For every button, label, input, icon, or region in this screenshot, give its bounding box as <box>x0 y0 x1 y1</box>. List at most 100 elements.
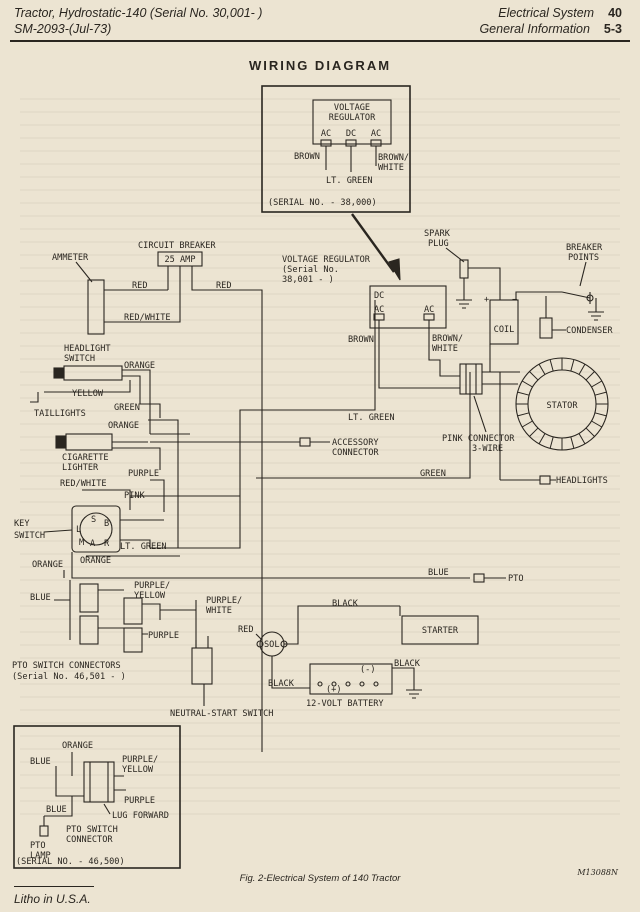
stator-tooth <box>529 371 539 381</box>
stator-tooth <box>570 359 575 372</box>
pointer-arrow <box>351 213 395 273</box>
taillights-label: TAILLIGHTS <box>34 409 86 419</box>
vr-dc: DC <box>374 291 384 301</box>
accessory-label-2: CONNECTOR <box>332 448 379 458</box>
inset2-purple-yellow-1: PURPLE/ <box>122 755 158 765</box>
stator-tooth <box>538 433 546 445</box>
pto-connectors-label-2: (Serial No. 46,501 - ) <box>12 672 126 682</box>
stator-tooth <box>517 391 530 396</box>
wire-orange-2: ORANGE <box>108 421 139 431</box>
stator-tooth <box>517 412 530 417</box>
stator-tooth <box>578 363 586 375</box>
svg-text:+: + <box>484 295 489 305</box>
section-name: Electrical System <box>498 6 595 20</box>
pink-connector <box>459 363 483 395</box>
vr-main-label-1: VOLTAGE REGULATOR <box>282 255 371 265</box>
inset2-pto-switch-label-2: CONNECTOR <box>66 835 113 845</box>
stator-tooth <box>594 391 607 396</box>
headlight-switch-label-1: HEADLIGHT <box>64 344 111 354</box>
wire-blue-1: BLUE <box>30 593 51 603</box>
wire-purple-white-1: PURPLE/ <box>206 596 242 606</box>
battery-label: 12-VOLT BATTERY <box>306 699 384 709</box>
neutral-start-switch <box>191 647 213 685</box>
stator-tooth <box>549 359 554 372</box>
wire-green-2: GREEN <box>420 469 446 479</box>
key-switch <box>71 505 121 553</box>
condenser <box>539 317 553 339</box>
battery <box>309 663 393 695</box>
starter-label: STARTER <box>422 626 459 636</box>
inset-ac-right: AC <box>371 129 381 139</box>
pink-connector-label-1: PINK CONNECTOR <box>442 434 515 444</box>
stator-tooth <box>594 412 607 417</box>
pointer-arrow-head <box>388 258 401 281</box>
stator-tooth <box>521 420 533 428</box>
wire-red-white-2: RED/WHITE <box>60 479 107 489</box>
wire-black-1: BLACK <box>332 599 359 609</box>
vr-ac-right: AC <box>424 305 434 315</box>
inset2-pto-connector <box>83 761 115 803</box>
stator-tooth <box>585 371 595 381</box>
figure-caption: Fig. 2-Electrical System of 140 Tractor <box>239 873 401 884</box>
stator-tooth <box>591 380 603 388</box>
breaker-points-label-1: BREAKER <box>566 243 603 253</box>
wire-red-white: RED/WHITE <box>124 313 171 323</box>
wire-green-1: GREEN <box>114 403 140 413</box>
wire-purple-yellow-1: PURPLE/ <box>134 581 170 591</box>
inset-vr-label-1: VOLTAGE <box>334 103 370 113</box>
ks-terminal-l: L <box>76 525 81 535</box>
inset-brown-white-2: WHITE <box>378 163 404 173</box>
inset-brown: BROWN <box>294 152 320 162</box>
cigarette-label-2: LIGHTER <box>62 463 99 473</box>
wire-red-1: RED <box>132 281 148 291</box>
stator-tooth <box>549 436 554 449</box>
wire-orange-3: ORANGE <box>32 560 63 570</box>
ammeter <box>87 279 105 335</box>
vr-brown-white-1: BROWN/ <box>432 334 463 344</box>
inset-serial: (SERIAL NO. - 38,000) <box>268 198 377 208</box>
spark-plug-label-2: PLUG <box>428 239 449 249</box>
vr-brown: BROWN <box>348 335 374 345</box>
stator-label: STATOR <box>546 401 578 411</box>
breaker-points-label-2: POINTS <box>568 253 599 263</box>
spark-plug <box>459 259 469 279</box>
cigarette-label-1: CIGARETTE <box>62 453 109 463</box>
headlights-label: HEADLIGHTS <box>556 476 608 486</box>
vr-brown-white-2: WHITE <box>432 344 458 354</box>
pto-lamp-label-1: PTO <box>30 841 46 851</box>
pto-lamp <box>39 825 49 837</box>
diagram-title: WIRING DIAGRAM <box>248 58 392 73</box>
ks-terminal-r: R <box>104 539 110 549</box>
inset2-blue-2: BLUE <box>46 805 67 815</box>
page-code: 5-3 <box>603 22 622 36</box>
wire-yellow: YELLOW <box>72 389 104 399</box>
inset-brown-white-1: BROWN/ <box>378 153 409 163</box>
subsection-name: General Information <box>479 22 590 36</box>
inset2-purple: PURPLE <box>124 796 155 806</box>
vr-main-label-3: 38,001 - ) <box>282 275 334 285</box>
wire-red-3: RED <box>238 625 254 635</box>
spark-plug-label-1: SPARK <box>424 229 451 239</box>
header-subsection: General Information 5-3 <box>479 22 622 36</box>
wire-orange-4: ORANGE <box>80 556 111 566</box>
cigarette-lighter <box>65 433 113 451</box>
inset2-orange: ORANGE <box>62 741 93 751</box>
pto-connectors-label-1: PTO SWITCH CONNECTORS <box>12 661 121 671</box>
pto-lamp-label-2: LAMP <box>30 851 51 861</box>
circuit-breaker-label: CIRCUIT BREAKER <box>138 241 216 251</box>
wire-purple-2: PURPLE <box>148 631 179 641</box>
key-switch-label-1: KEY <box>14 519 30 529</box>
pto-label: PTO <box>508 574 524 584</box>
header-rule <box>10 40 630 42</box>
wire-orange-1: ORANGE <box>124 361 155 371</box>
inset-pto-switch: ORANGE BLUE PURPLE/ YELLOW PURPLE LUG FO… <box>13 725 181 869</box>
stator-tooth <box>585 427 595 437</box>
ammeter-label: AMMETER <box>52 253 89 263</box>
wire-purple-1: PURPLE <box>128 469 159 479</box>
inset-voltage-regulator: VOLTAGE REGULATOR AC DC AC BROWN BROWN/ … <box>261 85 411 213</box>
condenser-label: CONDENSER <box>566 326 613 336</box>
image-code: M13088N <box>577 868 618 877</box>
wire-pink: PINK <box>124 491 146 501</box>
